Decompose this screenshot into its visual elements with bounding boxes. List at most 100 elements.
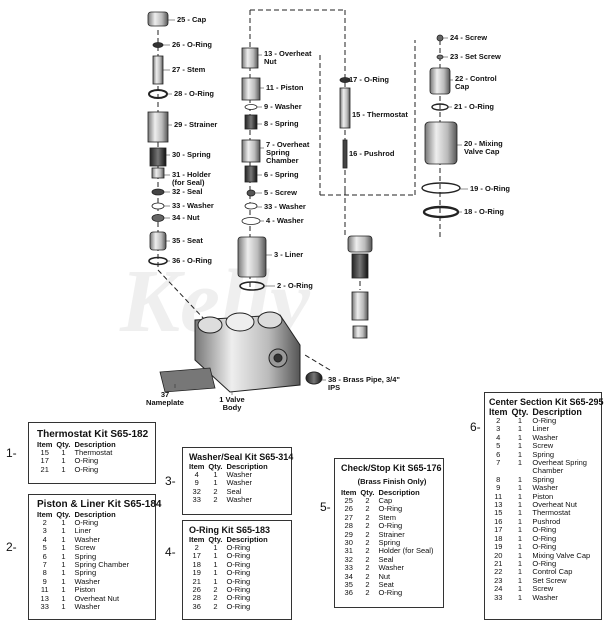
seat-part [149, 231, 167, 251]
table-cell: 1 [61, 560, 66, 570]
part-label-overheat-nut: 13 - Overheat Nut [264, 49, 312, 66]
table-cell: 1 [517, 542, 523, 552]
part-label-brass-pipe: 38 - Brass Pipe, 3/4" IPS [328, 375, 400, 392]
table-cell: 25 [344, 496, 353, 505]
table-cell: 2 [213, 495, 218, 505]
liner-part [237, 236, 267, 278]
table-cell: 2 [365, 512, 370, 522]
table-cell: 15 [494, 508, 503, 518]
table-cell: Control Cap [532, 567, 573, 577]
valve-body-part [194, 311, 301, 393]
kit-title: Washer/Seal Kit S65-314 [189, 452, 294, 462]
part-label-o-ring: 19 - O-Ring [470, 184, 511, 193]
table-cell: 1 [517, 449, 523, 459]
o-ring-part [152, 42, 164, 48]
col-description: Description [74, 440, 116, 449]
screw-part [436, 34, 444, 42]
kit-number-3: 3- [165, 474, 176, 488]
part-label-washer: 33 - Washer [264, 202, 306, 211]
table-cell: O-Ring [226, 543, 251, 552]
table-cell: 1 [61, 526, 66, 536]
table-cell: 5 [496, 441, 501, 451]
table-cell: 1 [517, 416, 523, 425]
table-cell: 2 [365, 529, 370, 539]
table-cell: 1 [517, 441, 523, 451]
col-description: Description [226, 462, 268, 471]
table-cell: O-Ring [74, 456, 99, 466]
table-cell: O-Ring [378, 521, 403, 531]
strainer-part [147, 111, 169, 143]
part-label-washer: 4 - Washer [266, 216, 304, 225]
table-cell: 2 [365, 496, 370, 505]
table-cell: 19 [192, 568, 201, 578]
table-cell: Piston [74, 585, 96, 595]
kit-number-2: 2- [6, 540, 17, 554]
kit-title: Thermostat Kit S65-182 [37, 429, 149, 440]
table-cell: Liner [74, 526, 92, 536]
table-cell: 3 [42, 526, 47, 536]
table-cell: Washer [532, 592, 558, 602]
part-label-holder: 31 - Holder (for Seal) [172, 170, 211, 187]
table-cell: 11 [40, 585, 49, 595]
piston-part [241, 77, 261, 101]
table-cell: 2 [496, 416, 501, 425]
table-cell: 15 [40, 448, 49, 457]
part-label-nameplate: 37 Nameplate [146, 390, 184, 407]
col-description: Description [74, 510, 116, 519]
table-cell: O-Ring [226, 576, 251, 586]
nameplate-part [159, 367, 216, 393]
table-cell: O-Ring [378, 504, 403, 514]
table-cell: O-Ring [226, 593, 251, 603]
table-cell: 1 [517, 491, 523, 501]
kit-title: Check/Stop Kit S65-176 [341, 463, 442, 473]
table-cell: 2 [365, 554, 370, 564]
table-cell: 33 [344, 563, 353, 573]
washer-part [151, 202, 165, 210]
part-label-thermostat: 15 - Thermostat [352, 110, 408, 119]
table-cell: Washer [74, 534, 101, 544]
stem-part [152, 55, 164, 85]
table-cell: 21 [192, 576, 201, 586]
table-cell: 7 [42, 560, 47, 570]
table-cell: 3 [496, 424, 501, 434]
col-qty: Qty. [56, 510, 71, 519]
table-cell: 26 [344, 504, 353, 514]
table-cell: 26 [192, 585, 201, 595]
kit-title: O-Ring Kit S65-183 [189, 525, 271, 535]
table-cell: 27 [344, 512, 353, 522]
spring-part [149, 147, 167, 167]
table-cell: O-Ring [532, 416, 557, 425]
table-cell: 1 [517, 533, 523, 543]
table-cell: 23 [494, 575, 503, 585]
table-cell: 4 [496, 432, 501, 442]
table-row: 3 1 Liner [37, 526, 133, 536]
col-item: Item [341, 488, 357, 497]
table-cell: 1 [61, 585, 66, 595]
table-cell: O-Ring [226, 551, 251, 561]
kit-number-1: 1- [6, 446, 17, 460]
col-item: Item [37, 440, 53, 449]
table-cell: 2 [365, 571, 370, 581]
table-cell: 18 [494, 533, 503, 543]
table-cell: 13 [40, 593, 49, 603]
table-cell: Thermostat [532, 508, 571, 518]
col-qty: Qty. [511, 407, 529, 417]
